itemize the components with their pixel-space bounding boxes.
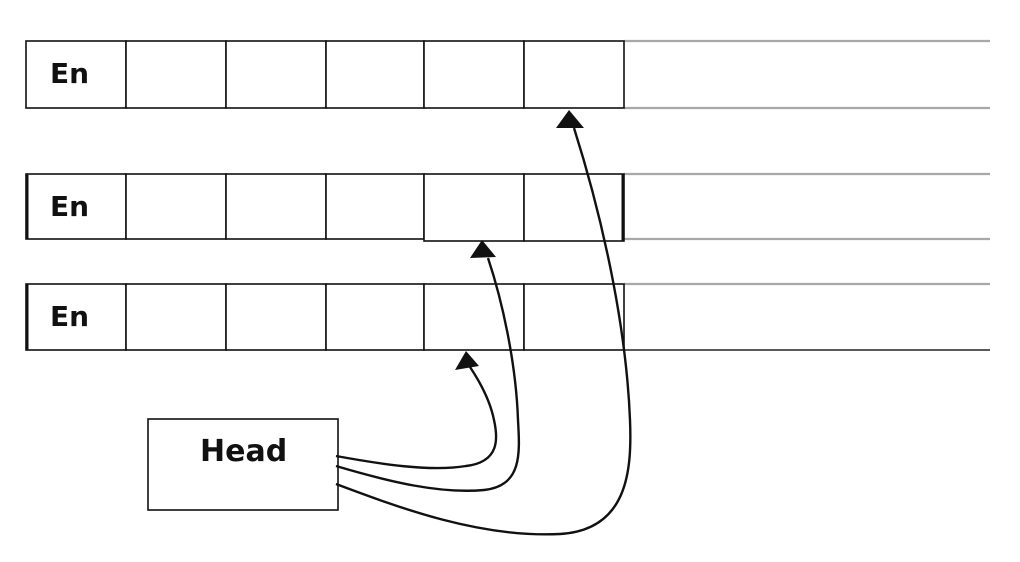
pointer-to-row-2 [335,240,521,492]
pointer-to-row-1 [335,110,632,536]
row-3-cell-3 [225,283,327,351]
row-2-cell-2 [125,173,227,240]
row-3-cell-6 [523,283,625,351]
row-1-cell-6 [523,40,625,109]
row-1-cell-4 [325,40,425,109]
head-box [147,418,339,511]
row-2-label: En [50,190,89,223]
row-3-cell-2 [125,283,227,351]
row-3-cell-4 [325,283,425,351]
row-2-cell-4 [325,173,425,240]
pointer-line-row-3 [335,366,498,470]
row-2-cell-5 [423,173,525,242]
row-2-cell-6 [523,173,625,242]
head-label: Head [200,434,287,469]
entry-row-3: En [25,282,990,351]
row-3-label: En [50,300,89,333]
pointer-to-row-3 [335,351,498,470]
pointer-line-row-2 [335,257,521,492]
entry-row-1: En [25,39,990,110]
head-node: Head [147,418,339,511]
row-2-cell-3 [225,173,327,240]
arrowhead-row-2-icon [470,240,496,258]
row-3-cell-5 [423,283,525,351]
row-1-cell-3 [225,40,327,109]
row-2-cell-1 [25,173,127,240]
row-1-cell-1 [25,40,127,109]
row-1-label: En [50,57,89,90]
row-1-cell-5 [423,40,525,109]
entry-row-2: En [25,172,990,242]
pointer-line-row-1 [335,127,632,536]
row-1-cell-2 [125,40,227,109]
arrowhead-row-1-icon [556,110,584,128]
arrowhead-row-3-icon [455,351,479,370]
